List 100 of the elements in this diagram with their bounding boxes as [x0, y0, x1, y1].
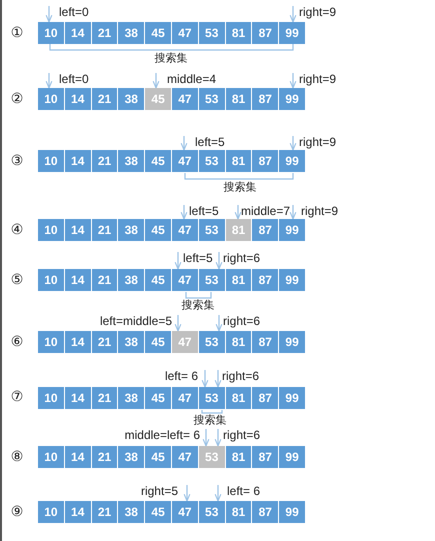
array-cell: 99 — [279, 22, 305, 44]
array-cell: 99 — [279, 88, 305, 110]
array-cell: 45 — [145, 446, 171, 468]
pointer-arrow — [46, 73, 52, 89]
pointer-label: right=6 — [223, 251, 260, 265]
pointer-label: right=6 — [223, 314, 260, 328]
pointer-arrow — [214, 370, 222, 388]
pointer-label: middle=left= 6 — [124, 428, 200, 442]
array-cell: 14 — [64, 150, 91, 172]
array-cell: 87 — [252, 269, 278, 291]
step-number: ① — [10, 25, 24, 41]
step-number: ⑧ — [10, 449, 24, 465]
array-cell: 47 — [172, 22, 198, 44]
array-cell: 38 — [118, 387, 144, 409]
array-cell: 81 — [226, 331, 252, 353]
array-cell: 38 — [118, 501, 144, 523]
array-cell: 10 — [38, 219, 64, 241]
array-cell: 14 — [64, 22, 91, 44]
pointer-arrow — [216, 252, 222, 270]
array-cell: 87 — [252, 501, 278, 523]
bracket-label: 搜索集 — [182, 298, 214, 312]
array-cell: 14 — [64, 501, 91, 523]
array-cell: 45 — [145, 150, 171, 172]
array-cell: 14 — [64, 331, 91, 353]
pointer-label: left= 6 — [227, 484, 260, 498]
array-cell: 45 — [145, 269, 171, 291]
bracket-label: 搜索集 — [224, 180, 256, 194]
array-cell: 21 — [92, 22, 118, 44]
array-cell: 87 — [252, 331, 278, 353]
pointer-arrow — [214, 485, 222, 502]
pointer-label: right=6 — [223, 428, 260, 442]
pointer-arrow — [46, 6, 52, 23]
array-cell: 10 — [38, 88, 64, 110]
pointer-arrow — [202, 429, 210, 447]
array-cell: 10 — [38, 446, 64, 468]
array-cell: 21 — [92, 88, 118, 110]
pointer-arrow — [290, 73, 296, 89]
array-cell: 47 — [172, 269, 198, 291]
array-cell: 81 — [226, 501, 252, 523]
pointer-arrow — [202, 370, 208, 388]
pointer-arrow — [234, 205, 242, 220]
array-cell: 47 — [172, 88, 198, 110]
array-cell: 14 — [64, 387, 91, 409]
array-cell: 81 — [226, 219, 252, 241]
array-cell: 14 — [64, 269, 91, 291]
pointer-arrow — [216, 315, 222, 332]
pointer-arrow — [290, 205, 296, 220]
array-cell: 10 — [38, 501, 64, 523]
array-cell: 21 — [92, 269, 118, 291]
array-cell: 99 — [279, 219, 305, 241]
array-cell: 14 — [64, 219, 91, 241]
step-number: ② — [10, 91, 24, 107]
array-cell: 81 — [226, 150, 252, 172]
array-cell: 81 — [226, 446, 252, 468]
array-cell: 53 — [198, 331, 225, 353]
array-cell: 53 — [198, 269, 225, 291]
pointer-label: right=9 — [301, 204, 338, 218]
bracket-label: 搜索集 — [154, 52, 188, 64]
array-cell: 53 — [198, 150, 225, 172]
pointer-arrow — [174, 252, 182, 270]
array-cell: 99 — [279, 501, 305, 523]
array-cell: 87 — [252, 219, 278, 241]
array-cell: 53 — [198, 22, 225, 44]
array-cell: 87 — [252, 387, 278, 409]
step-number: ③ — [10, 153, 24, 169]
array-cell: 21 — [92, 387, 118, 409]
array-cell: 38 — [118, 269, 144, 291]
array-cell: 45 — [145, 331, 171, 353]
array-cell: 38 — [118, 88, 144, 110]
pointer-label: right=9 — [299, 72, 336, 86]
pointer-label: right=6 — [222, 369, 260, 383]
array-cell: 53 — [198, 88, 225, 110]
array-cell: 81 — [226, 269, 252, 291]
pointer-label: left= 6 — [164, 369, 198, 383]
pointer-label: right=5 — [140, 484, 178, 498]
pointer-label: right=9 — [299, 135, 336, 149]
array-cell: 99 — [279, 387, 305, 409]
step-number: ⑥ — [10, 334, 24, 350]
array-cell: 47 — [172, 150, 198, 172]
array-cell: 47 — [172, 446, 198, 468]
step-number: ⑤ — [10, 272, 24, 288]
array-cell: 81 — [226, 387, 252, 409]
pointer-arrow — [180, 136, 188, 151]
array-cell: 87 — [252, 446, 278, 468]
bracket-label: 搜索集 — [194, 414, 226, 426]
pointer-arrow — [184, 485, 190, 502]
step-number: ⑦ — [10, 389, 24, 405]
pointer-label: left=middle=5 — [100, 314, 172, 328]
array-cell: 87 — [252, 22, 278, 44]
pointer-arrow — [174, 315, 182, 332]
step-number: ⑨ — [10, 504, 24, 520]
pointer-label: middle=4 — [167, 72, 216, 86]
array-cell: 38 — [118, 331, 144, 353]
array-cell: 45 — [145, 88, 171, 110]
array-cell: 10 — [38, 269, 64, 291]
step-number: ④ — [10, 222, 24, 238]
array-cell: 99 — [279, 331, 305, 353]
array-cell: 53 — [198, 501, 225, 523]
array-cell: 53 — [198, 446, 225, 468]
array-cell: 99 — [279, 446, 305, 468]
